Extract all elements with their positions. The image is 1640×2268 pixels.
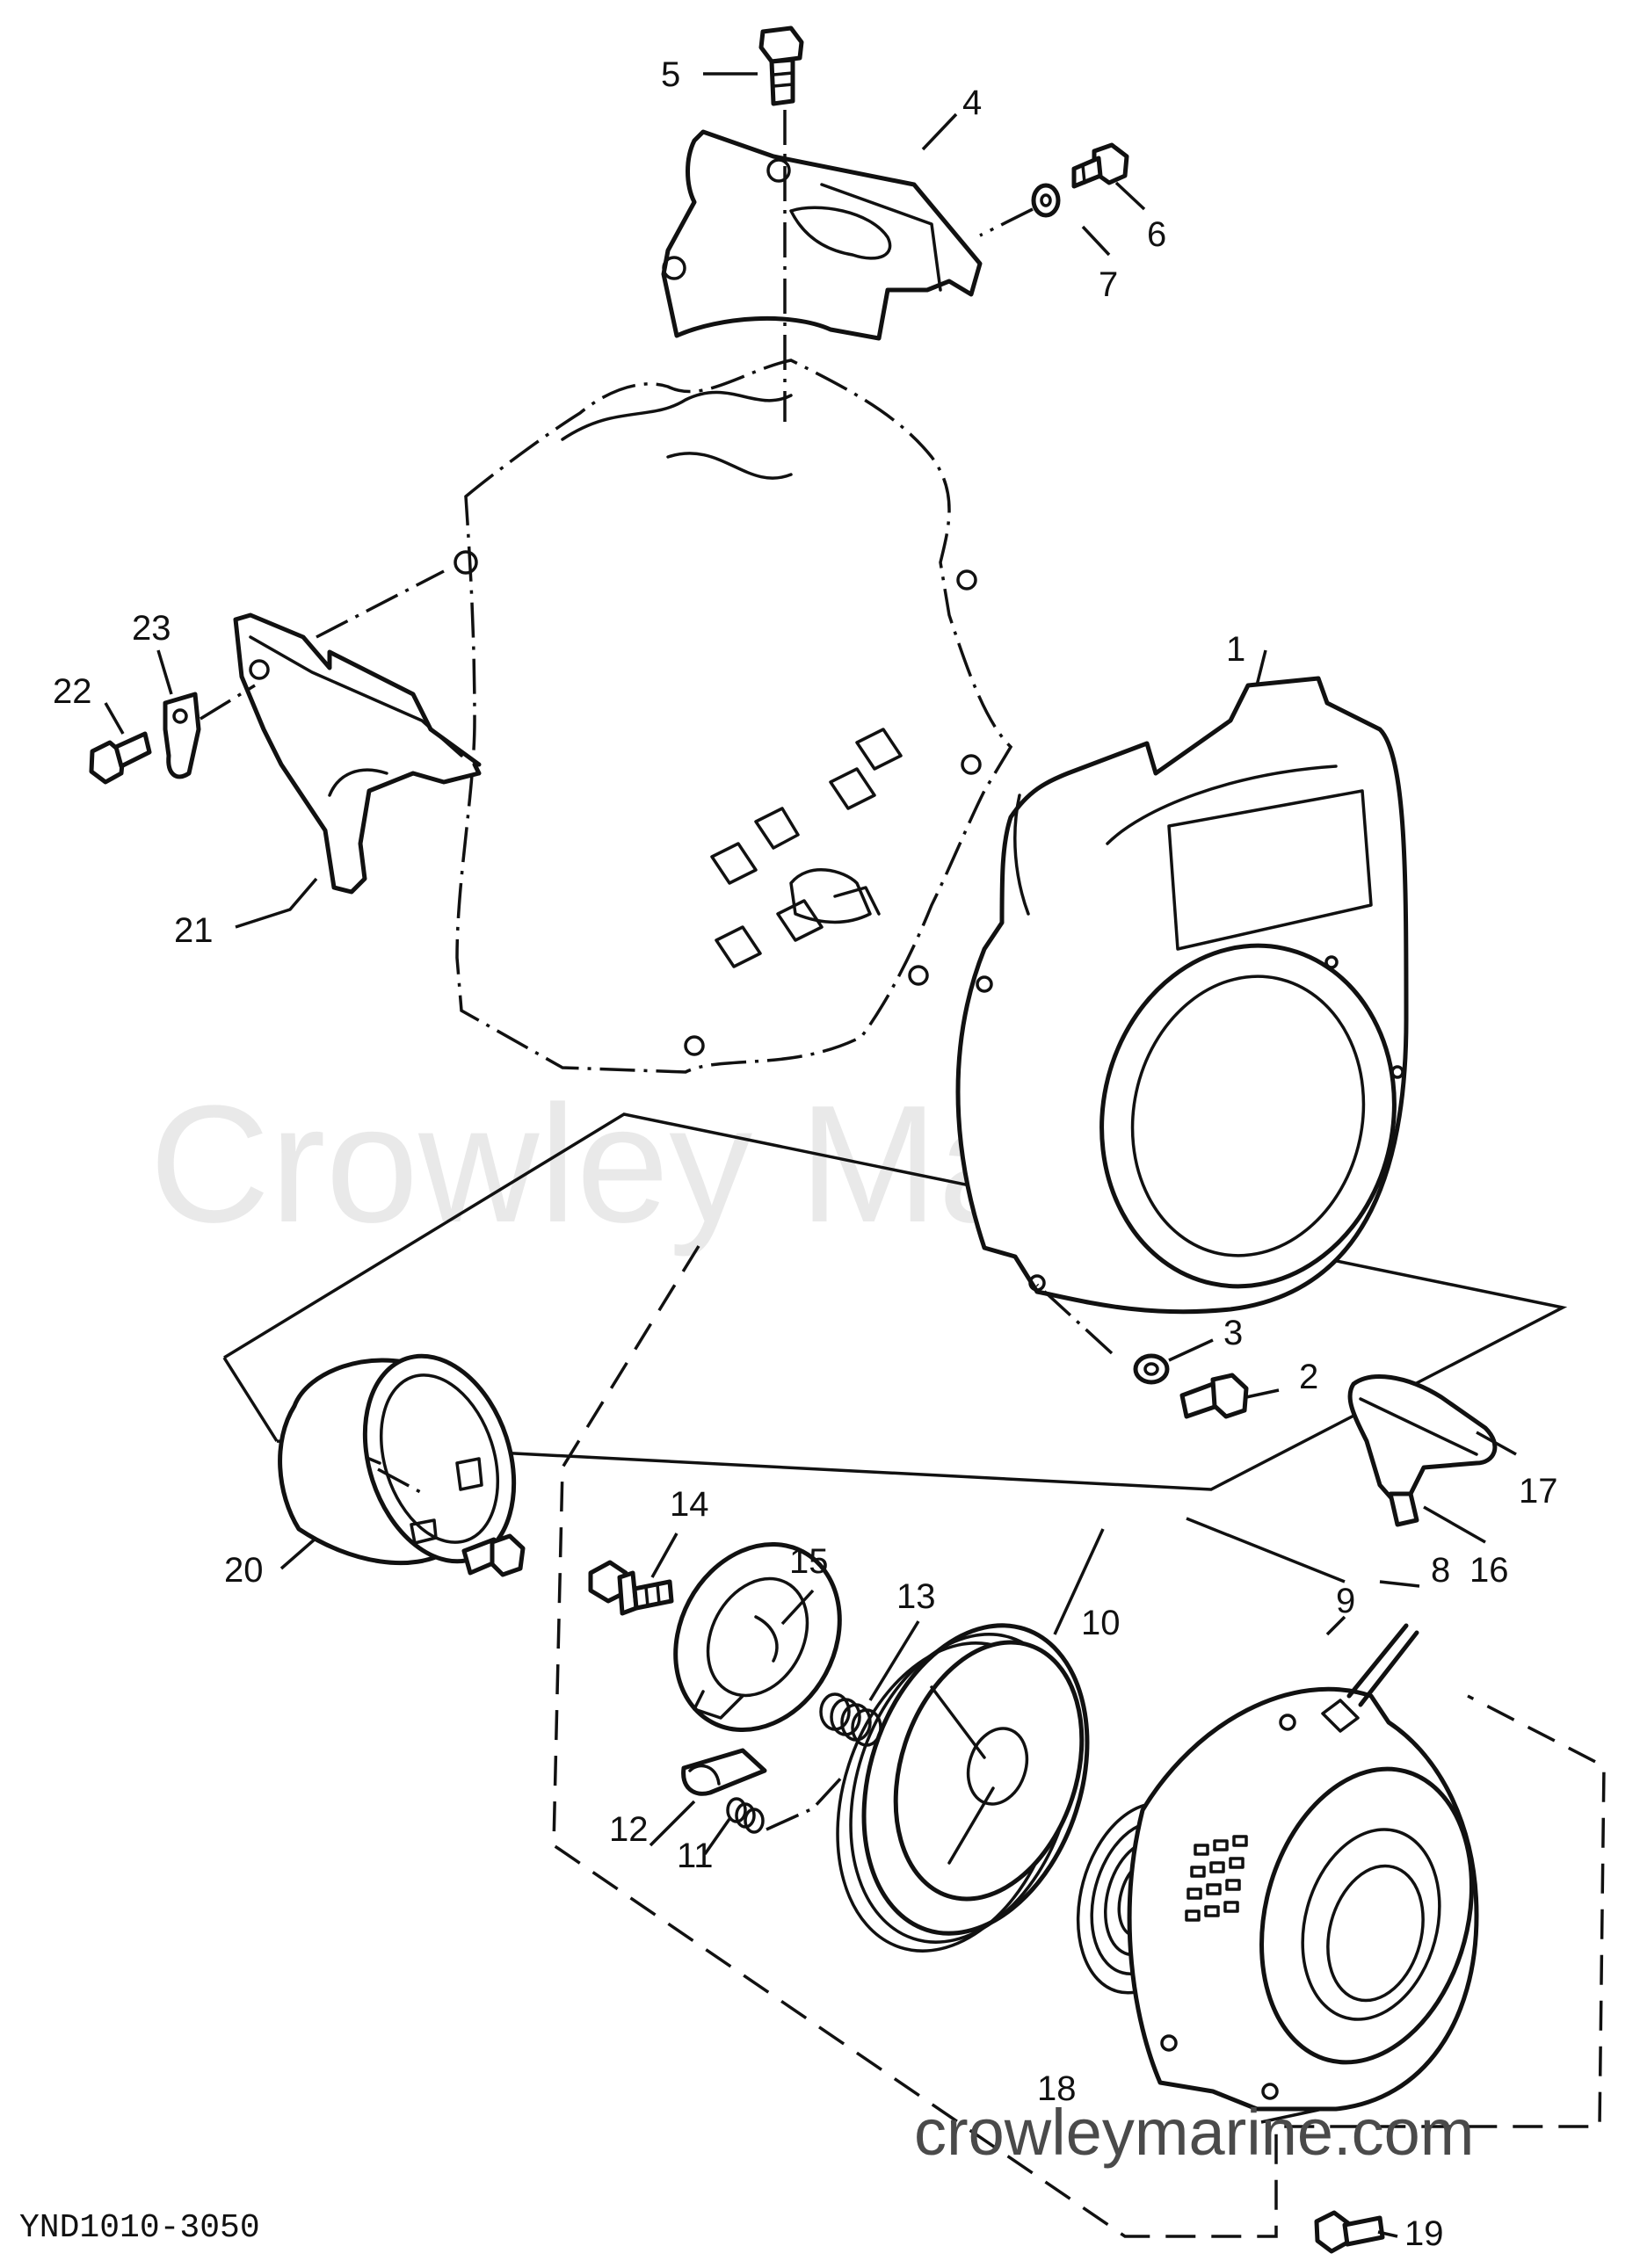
top-cover-plate [661,129,983,341]
watermark-url: crowleymarine.com [914,2096,1474,2169]
callout-8: 8 [1431,1551,1450,1590]
callout-19: 19 [1404,2214,1444,2253]
bolt-part-2 [1179,1373,1249,1419]
bolt-part-5 [758,25,804,106]
callout-11: 11 [677,1837,714,1875]
fan-housing [955,676,1409,1315]
callout-12: 12 [609,1810,649,1849]
alignment-line-11 [766,1773,845,1831]
terminal-part-23 [163,692,201,779]
callout-21: 21 [174,911,214,950]
alignment-line-20 [377,1467,425,1496]
callout-5: 5 [661,55,680,94]
callout-1: 1 [1226,630,1245,669]
sheave-drum-part-10 [836,1623,1090,1953]
bracket-part-21 [233,612,482,895]
callout-18: 18 [1037,2069,1077,2108]
callout-22: 22 [53,672,92,711]
washer-part-7 [1031,183,1061,218]
callout-14: 14 [670,1485,709,1524]
assembly-boundary [222,1112,1568,1491]
callout-3: 3 [1223,1314,1243,1352]
callout-6: 6 [1147,215,1166,254]
callout-15: 15 [789,1542,829,1581]
diagram-code: YND1010-3050 [19,2209,260,2247]
spring-part-11 [726,1797,765,1834]
starter-rope-part-16 [1346,1623,1419,1707]
alignment-line-23 [200,684,256,721]
bolt-part-6 [1071,142,1129,189]
washer-part-3 [1133,1353,1170,1385]
starter-pulley-part-20 [278,1353,517,1566]
alignment-line-7 [979,207,1034,237]
callout-2: 2 [1299,1358,1318,1396]
callout-23: 23 [132,609,171,648]
starter-case-part-18 [1127,1686,1479,2112]
callout-4: 4 [962,83,982,122]
callout-20: 20 [224,1551,264,1590]
callout-leaders [104,72,1517,2238]
alignment-line-21 [316,569,445,639]
alignment-line-2 [1035,1283,1114,1355]
callout-17: 17 [1519,1472,1558,1511]
spring-part-13 [819,1692,882,1747]
engine-block-outline [454,359,1013,1074]
pawl-part-12 [681,1748,767,1796]
bolt-part-19 [1314,2210,1385,2254]
starter-handle-part-17 [1347,1374,1498,1527]
callout-10: 10 [1081,1604,1121,1642]
callout-7: 7 [1099,265,1118,304]
callout-labels: 1 2 3 4 5 6 7 8 9 10 11 12 13 14 15 16 1… [53,55,1558,2253]
callout-16: 16 [1469,1551,1509,1590]
bolt-part-20 [461,1533,526,1577]
ratchet-guide-part-15 [673,1541,842,1733]
callout-9: 9 [1336,1582,1355,1620]
bolt-part-14 [588,1560,674,1616]
recoil-starter-boundary [552,1245,1606,2238]
rope-guide [1321,1699,1360,1733]
bolt-part-22 [89,731,152,785]
callout-13: 13 [896,1577,936,1616]
